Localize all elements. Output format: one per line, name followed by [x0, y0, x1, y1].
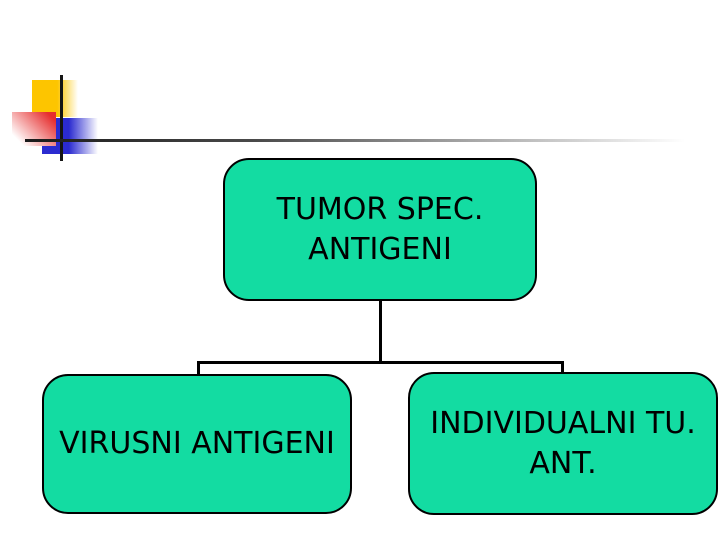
yellow-square — [32, 80, 78, 117]
connector-left-drop — [197, 361, 200, 375]
node-tumor-spec-antigeni: TUMOR SPEC. ANTIGENI — [223, 158, 537, 301]
vertical-accent-line — [60, 75, 63, 161]
node-label-line: TUMOR SPEC. — [276, 191, 484, 227]
connector-horizontal — [197, 361, 564, 364]
horizontal-accent-line — [25, 139, 685, 142]
connector-right-drop — [561, 361, 564, 373]
connector-root-vertical — [379, 300, 382, 362]
node-label-line: VIRUSNI ANTIGENI — [59, 426, 335, 461]
node-label-line: ANT. — [529, 445, 597, 481]
node-individualni-tu-ant: INDIVIDUALNI TU. ANT. — [408, 372, 718, 515]
node-label-line: INDIVIDUALNI TU. — [430, 405, 696, 441]
node-label-line: ANTIGENI — [308, 231, 452, 267]
node-virusni-antigeni: VIRUSNI ANTIGENI — [42, 374, 352, 514]
